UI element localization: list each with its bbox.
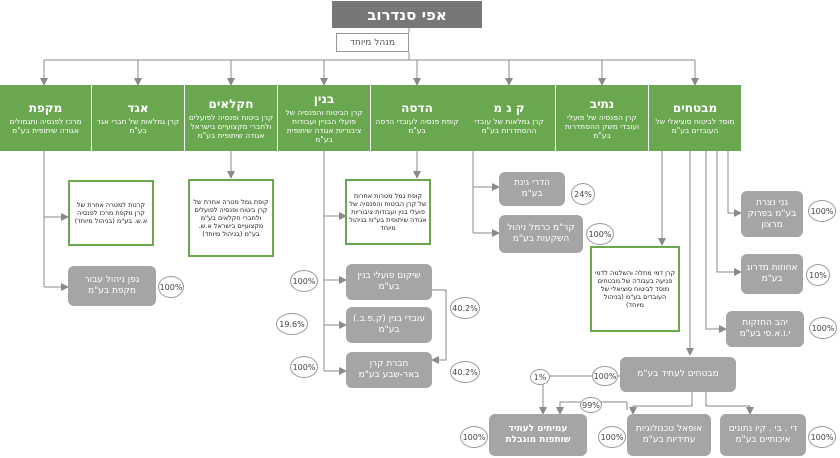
fund-title: חקלאים: [208, 96, 254, 111]
subsidiary-ovdei-binyan: עובדי בנין (ק.פ.ב.) בע"מ: [346, 307, 432, 343]
subsidiary-name: גני נצרת בע"מ בפרוק מרצון: [747, 197, 797, 230]
subsidiary-amitim: עמיתים לעתיד שותפות מוגבלת: [489, 414, 587, 456]
note-mivtachim-sick-fund: קרן דמי מחלה והשלמה לדמי פגיעה בעבודה של…: [590, 246, 680, 332]
ownership-pct: 100%: [290, 356, 318, 378]
ownership-pct: 100%: [808, 426, 836, 448]
subsidiary-name: אופאל טכנולוגיות עתידיות בע"מ: [635, 424, 703, 445]
ownership-pct: 10%: [806, 264, 830, 286]
subsidiary-beer-sheva: חברת קרן באר-שבע בע"מ: [346, 352, 432, 388]
subsidiary-ganei-natzrat: גני נצרת בע"מ בפרוק מרצון: [741, 191, 803, 237]
note-makefet-other-funds: קרנות למטרה אחרת של קרן מקפת מרכז לפנסיה…: [68, 180, 154, 246]
fund-title: נתיב: [589, 96, 615, 111]
subsidiary-gefen: גפן ניהול עבור מקפת בע"מ: [68, 266, 156, 306]
ownership-pct: 100%: [592, 366, 618, 386]
ownership-pct: 100%: [598, 426, 626, 448]
subsidiary-name: עובדי בנין (ק.פ.ב.) בע"מ: [352, 314, 426, 335]
fund-nativ: נתיב קרן הפנסיה של פועלי ועובדי משק ההסת…: [556, 85, 648, 151]
note-text: קרן דמי מחלה והשלמה לדמי פגיעה בעבודה של…: [594, 269, 676, 309]
subsidiary-name: חברת קרן באר-שבע בע"מ: [358, 359, 420, 380]
subsidiary-yahav: יהב החזקות י.ו.א.סי בע"מ: [726, 311, 804, 347]
ownership-pct: 100%: [809, 317, 837, 339]
fund-desc: קרן הביטוח והפנסיה של פועלי הבניין ועבוד…: [285, 108, 363, 144]
fund-binyan: בנין קרן הביטוח והפנסיה של פועלי הבניין …: [278, 85, 370, 151]
link-pct: 99%: [580, 397, 602, 413]
note-text: קרנות למטרה אחרת של קרן מקפת מרכז לפנסיה…: [74, 201, 148, 225]
subsidiary-karmel: קר"מ כרמל ניהול השקעות בע"מ: [499, 215, 583, 253]
subsidiary-name: די . בי . קיו נתונים איכותיים בע"מ: [728, 424, 798, 445]
fund-title: מבטחים: [672, 101, 718, 115]
ownership-pct: 24%: [571, 183, 595, 205]
subsidiary-dbq: די . בי . קיו נתונים איכותיים בע"מ: [720, 414, 806, 456]
subsidiary-shikum: שיקום פועלי בנין בע"מ: [346, 264, 432, 300]
fund-hadassah: הדסה קופת פנסיה לעובדי הדסה בע"מ: [371, 85, 463, 151]
root-node: אפי סנדרוב: [332, 1, 482, 28]
subsidiary-hadrei-ginat: הדרי גינת בע"מ: [499, 172, 565, 206]
subsidiary-name: שיקום פועלי בנין בע"מ: [357, 271, 421, 292]
note-haklaim-provident: קופת גמל מטרה אחרת של קרן ביטוח ופנסיה ל…: [188, 179, 274, 257]
link-pct: 40.2%: [450, 361, 480, 383]
fund-desc: מרכז לפנסיה ותגמולים אגודה שיתופית בע"מ: [9, 117, 82, 135]
note-text: קופת גמל מטרות אחרות של קרן הביטוח והפנס…: [349, 192, 427, 232]
fund-desc: קרן הפנסיה של פועלי ועובדי משק ההסתדרות …: [564, 112, 640, 140]
note-binyan-provident: קופת גמל מטרות אחרות של קרן הביטוח והפנס…: [345, 179, 431, 245]
ownership-pct: 100%: [586, 223, 614, 245]
subsidiary-name: אחוזות מדרוג בע"מ: [746, 263, 798, 284]
fund-kagam: ק ג מ קרן גמלאות של עובדי ההסתדרות בע"מ: [463, 85, 555, 151]
note-text: קופת גמל מטרה אחרת של קרן ביטוח ופנסיה ל…: [193, 198, 269, 238]
link-pct: 1%: [530, 369, 550, 385]
subsidiary-ahuzot: אחוזות מדרוג בע"מ: [741, 254, 803, 294]
fund-title: בנין: [313, 92, 335, 106]
fund-desc: קופת פנסיה לעובדי הדסה בע"מ: [375, 117, 459, 135]
subsidiary-mivtachim-leatid: מבטחים לעתיד בע"מ: [620, 357, 736, 392]
special-manager-label: מנהל מיוחד: [336, 33, 409, 52]
fund-desc: מוסד לביטוח סוציאלי של העובדים בע"מ: [655, 117, 735, 135]
fund-title: הדסה: [401, 101, 433, 115]
subsidiary-name: מבטחים לעתיד בע"מ: [637, 369, 719, 379]
fund-makefet: מקפת מרכז לפנסיה ותגמולים אגודה שיתופית …: [0, 85, 91, 151]
fund-desc: קרן גמלאות של עובדי ההסתדרות בע"מ: [474, 117, 544, 135]
fund-mivtachim: מבטחים מוסד לביטוח סוציאלי של העובדים בע…: [649, 85, 741, 151]
fund-title: אגד: [127, 101, 149, 115]
subsidiary-name: גפן ניהול עבור מקפת בע"מ: [84, 275, 140, 296]
fund-desc: קרן ביטוח ופנסיה לפועלים ולחברי מקצועיים…: [188, 112, 274, 140]
fund-egged: אגד קרן גמלאות של חברי אגד בע"מ: [92, 85, 184, 151]
ownership-pct: 100%: [808, 200, 836, 222]
subsidiary-opal: אופאל טכנולוגיות עתידיות בע"מ: [627, 414, 711, 456]
ownership-pct: 19.6%: [276, 313, 308, 335]
fund-title: מקפת: [28, 101, 63, 115]
fund-title: ק ג מ: [493, 101, 525, 115]
link-pct: 40.2%: [450, 297, 480, 319]
subsidiary-name: הדרי גינת בע"מ: [514, 178, 550, 199]
ownership-pct: 100%: [290, 270, 318, 292]
ownership-pct: 100%: [158, 276, 184, 298]
fund-haklaim: חקלאים קרן ביטוח ופנסיה לפועלים ולחברי מ…: [185, 85, 277, 151]
subsidiary-name: עמיתים לעתיד שותפות מוגבלת: [505, 424, 571, 445]
subsidiary-name: יהב החזקות י.ו.א.סי בע"מ: [739, 318, 791, 339]
subsidiary-name: קר"מ כרמל ניהול השקעות בע"מ: [507, 223, 575, 244]
fund-desc: קרן גמלאות של חברי אגד בע"מ: [96, 117, 180, 135]
ownership-pct: 100%: [460, 426, 488, 448]
